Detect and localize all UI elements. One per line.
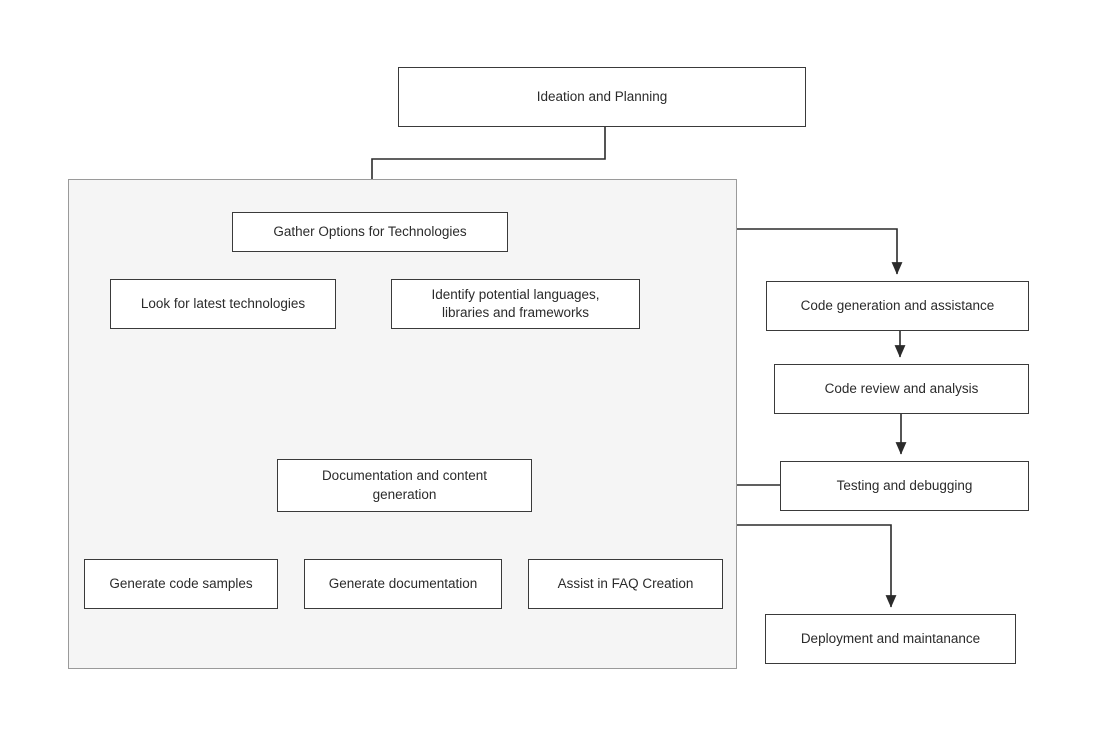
- node-label-assist-in-faq-creation: Assist in FAQ Creation: [557, 575, 694, 591]
- node-code-generation-and-assistance[interactable]: Code generation and assistance: [766, 281, 1029, 331]
- node-gather-options-for-technologies[interactable]: Gather Options for Technologies: [232, 212, 508, 252]
- node-deployment-and-maintanance[interactable]: Deployment and maintanance: [765, 614, 1016, 664]
- node-assist-in-faq-creation[interactable]: Assist in FAQ Creation: [528, 559, 723, 609]
- node-look-for-latest-technologies[interactable]: Look for latest technologies: [110, 279, 336, 329]
- node-label-gather-options-for-technologies: Gather Options for Technologies: [273, 223, 467, 239]
- node-label-look-for-latest-technologies: Look for latest technologies: [140, 295, 306, 311]
- node-identify-potential-languages-libraries-and-frameworks[interactable]: Identify potential languages, libraries …: [391, 279, 640, 329]
- node-label-code-review-and-analysis: Code review and analysis: [824, 380, 979, 396]
- node-ideation-and-planning[interactable]: Ideation and Planning: [398, 67, 806, 127]
- node-code-review-and-analysis[interactable]: Code review and analysis: [774, 364, 1029, 414]
- node-label-ideation-and-planning: Ideation and Planning: [536, 88, 668, 104]
- node-documentation-and-content-generation[interactable]: Documentation and content generation: [277, 459, 532, 512]
- node-generate-documentation[interactable]: Generate documentation: [304, 559, 502, 609]
- node-testing-and-debugging[interactable]: Testing and debugging: [780, 461, 1029, 511]
- node-label-code-generation-and-assistance: Code generation and assistance: [800, 297, 995, 313]
- node-label-generate-code-samples: Generate code samples: [109, 575, 253, 591]
- node-label-testing-and-debugging: Testing and debugging: [836, 477, 973, 493]
- node-label-generate-documentation: Generate documentation: [328, 575, 478, 591]
- node-label-identify-potential-languages-libraries-and-frameworks: Identify potential languages, libraries …: [431, 286, 600, 320]
- node-generate-code-samples[interactable]: Generate code samples: [84, 559, 278, 609]
- node-label-documentation-and-content-generation: Documentation and content generation: [321, 468, 488, 502]
- node-label-deployment-and-maintanance: Deployment and maintanance: [800, 630, 981, 646]
